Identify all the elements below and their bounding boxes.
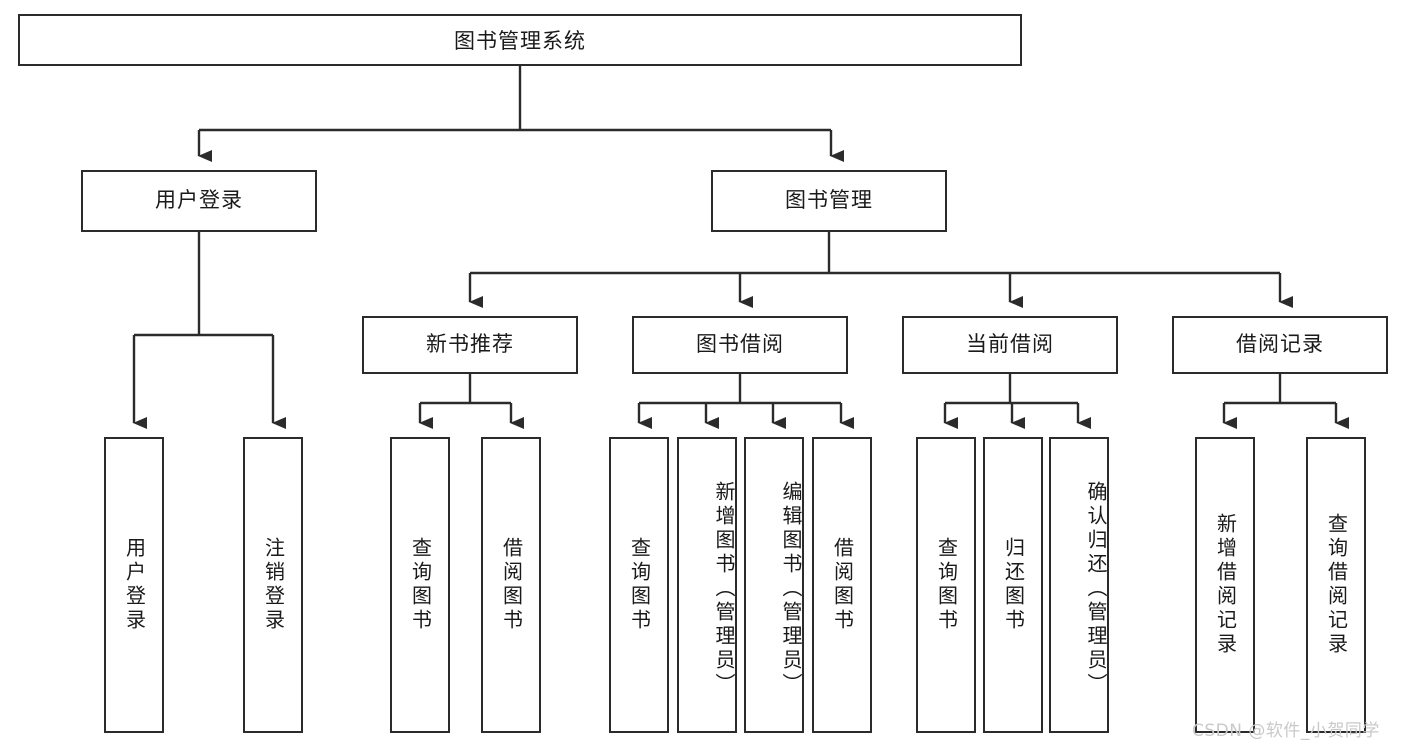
node-current-borrow[interactable]: 当前借阅 <box>902 316 1118 374</box>
node-leaf-confirm-return[interactable]: 确认归还（管理员） <box>1049 437 1109 733</box>
node-leaf-user-login[interactable]: 用户登录 <box>104 437 164 733</box>
node-leaf-add-book[interactable]: 新增图书（管理员） <box>677 437 737 733</box>
node-root[interactable]: 图书管理系统 <box>18 14 1022 66</box>
node-leaf-logout[interactable]: 注销登录 <box>243 437 303 733</box>
node-user-login[interactable]: 用户登录 <box>81 170 317 232</box>
node-leaf-edit-book[interactable]: 编辑图书（管理员） <box>744 437 804 733</box>
node-borrow-record[interactable]: 借阅记录 <box>1172 316 1388 374</box>
node-leaf-query-book-3[interactable]: 查询图书 <box>916 437 976 733</box>
node-leaf-query-book-1[interactable]: 查询图书 <box>390 437 450 733</box>
node-book-borrow[interactable]: 图书借阅 <box>632 316 848 374</box>
node-leaf-return-book[interactable]: 归还图书 <box>983 437 1043 733</box>
node-leaf-query-book-2[interactable]: 查询图书 <box>609 437 669 733</box>
node-book-manage[interactable]: 图书管理 <box>711 170 947 232</box>
node-leaf-add-record[interactable]: 新增借阅记录 <box>1195 437 1255 733</box>
csdn-watermark: CSDN @软件_小贺同学 <box>1192 721 1380 741</box>
node-leaf-borrow-book-2[interactable]: 借阅图书 <box>812 437 872 733</box>
node-leaf-borrow-book-1[interactable]: 借阅图书 <box>481 437 541 733</box>
node-leaf-query-record[interactable]: 查询借阅记录 <box>1306 437 1366 733</box>
node-new-book-rec[interactable]: 新书推荐 <box>362 316 578 374</box>
